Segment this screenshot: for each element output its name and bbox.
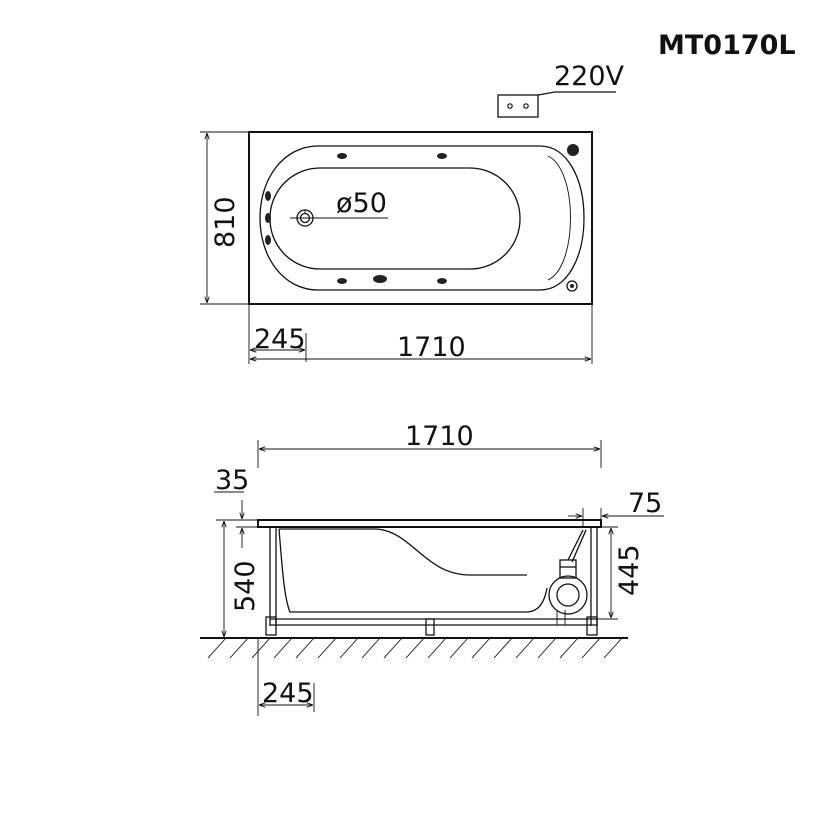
drain-diameter-label: ø50 <box>336 188 387 219</box>
drain-icon <box>290 209 388 227</box>
floor-hatching <box>207 637 623 659</box>
side-length-label: 1710 <box>405 421 474 452</box>
basin-profile <box>278 528 548 613</box>
leg-offset-label: 245 <box>262 678 314 709</box>
jet-nozzles <box>265 153 447 284</box>
tub-outline-top <box>248 131 593 305</box>
drain-offset-label: 245 <box>254 324 306 355</box>
power-junction-box <box>497 91 616 118</box>
top-view: 220V ø50 <box>200 61 625 364</box>
basin-outer <box>259 145 585 291</box>
rim-dimension-label: 35 <box>215 465 249 496</box>
air-button <box>566 280 578 292</box>
model-title: MT0170L <box>658 30 796 61</box>
control-knob <box>567 144 579 156</box>
apron-height-label: 445 <box>614 544 645 596</box>
pump-motor-icon <box>548 529 588 615</box>
voltage-label: 220V <box>554 61 625 92</box>
length-dimension-label: 1710 <box>397 332 466 363</box>
basin-inner <box>269 167 521 270</box>
tub-rim <box>257 519 602 528</box>
side-view: 1710 <box>200 421 664 716</box>
width-dimension-label: 810 <box>210 196 241 248</box>
apron-offset-label: 75 <box>628 488 662 519</box>
height-dimension-label: 540 <box>230 560 261 612</box>
